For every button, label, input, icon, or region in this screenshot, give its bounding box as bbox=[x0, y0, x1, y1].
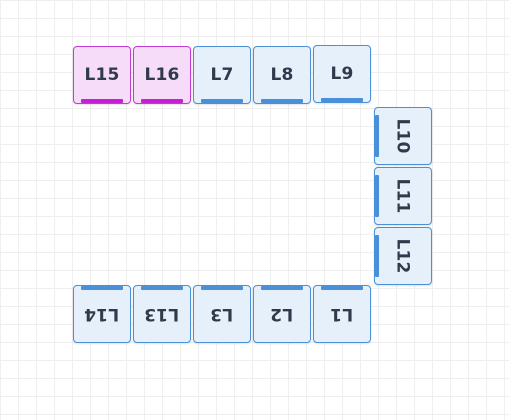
tile-accent-bar bbox=[375, 175, 379, 217]
tile-l15[interactable]: L15 bbox=[73, 46, 131, 104]
tile-l8[interactable]: L8 bbox=[253, 46, 311, 104]
tile-label: L3 bbox=[210, 304, 234, 324]
tile-l7[interactable]: L7 bbox=[193, 46, 251, 104]
tile-accent-bar bbox=[81, 286, 123, 290]
tile-accent-bar bbox=[321, 98, 363, 102]
tile-l10[interactable]: L10 bbox=[374, 107, 432, 165]
tile-l3[interactable]: L3 bbox=[193, 285, 251, 343]
tile-l14[interactable]: L14 bbox=[73, 285, 131, 343]
tile-l12[interactable]: L12 bbox=[374, 227, 432, 285]
tile-label: L15 bbox=[84, 65, 120, 85]
tile-label: L9 bbox=[330, 64, 354, 84]
tile-label: L11 bbox=[393, 178, 413, 214]
tile-l9[interactable]: L9 bbox=[313, 45, 371, 103]
tile-label: L8 bbox=[270, 65, 294, 85]
tile-label: L16 bbox=[144, 65, 180, 85]
tile-accent-bar bbox=[375, 115, 379, 157]
tile-label: L13 bbox=[144, 304, 180, 324]
tile-label: L12 bbox=[393, 238, 413, 274]
tile-l13[interactable]: L13 bbox=[133, 285, 191, 343]
tile-accent-bar bbox=[81, 99, 123, 103]
tile-label: L10 bbox=[393, 118, 413, 154]
tile-accent-bar bbox=[321, 286, 363, 290]
tile-l1[interactable]: L1 bbox=[313, 285, 371, 343]
tile-accent-bar bbox=[141, 286, 183, 290]
tile-accent-bar bbox=[201, 286, 243, 290]
tile-l2[interactable]: L2 bbox=[253, 285, 311, 343]
tile-label: L7 bbox=[210, 65, 234, 85]
tile-accent-bar bbox=[375, 235, 379, 277]
tile-accent-bar bbox=[201, 99, 243, 103]
tile-accent-bar bbox=[261, 99, 303, 103]
tile-accent-bar bbox=[261, 286, 303, 290]
tile-l11[interactable]: L11 bbox=[374, 167, 432, 225]
tile-label: L14 bbox=[84, 304, 120, 324]
tile-label: L2 bbox=[270, 304, 294, 324]
tile-label: L1 bbox=[330, 304, 354, 324]
tile-accent-bar bbox=[141, 99, 183, 103]
tile-l16[interactable]: L16 bbox=[133, 46, 191, 104]
